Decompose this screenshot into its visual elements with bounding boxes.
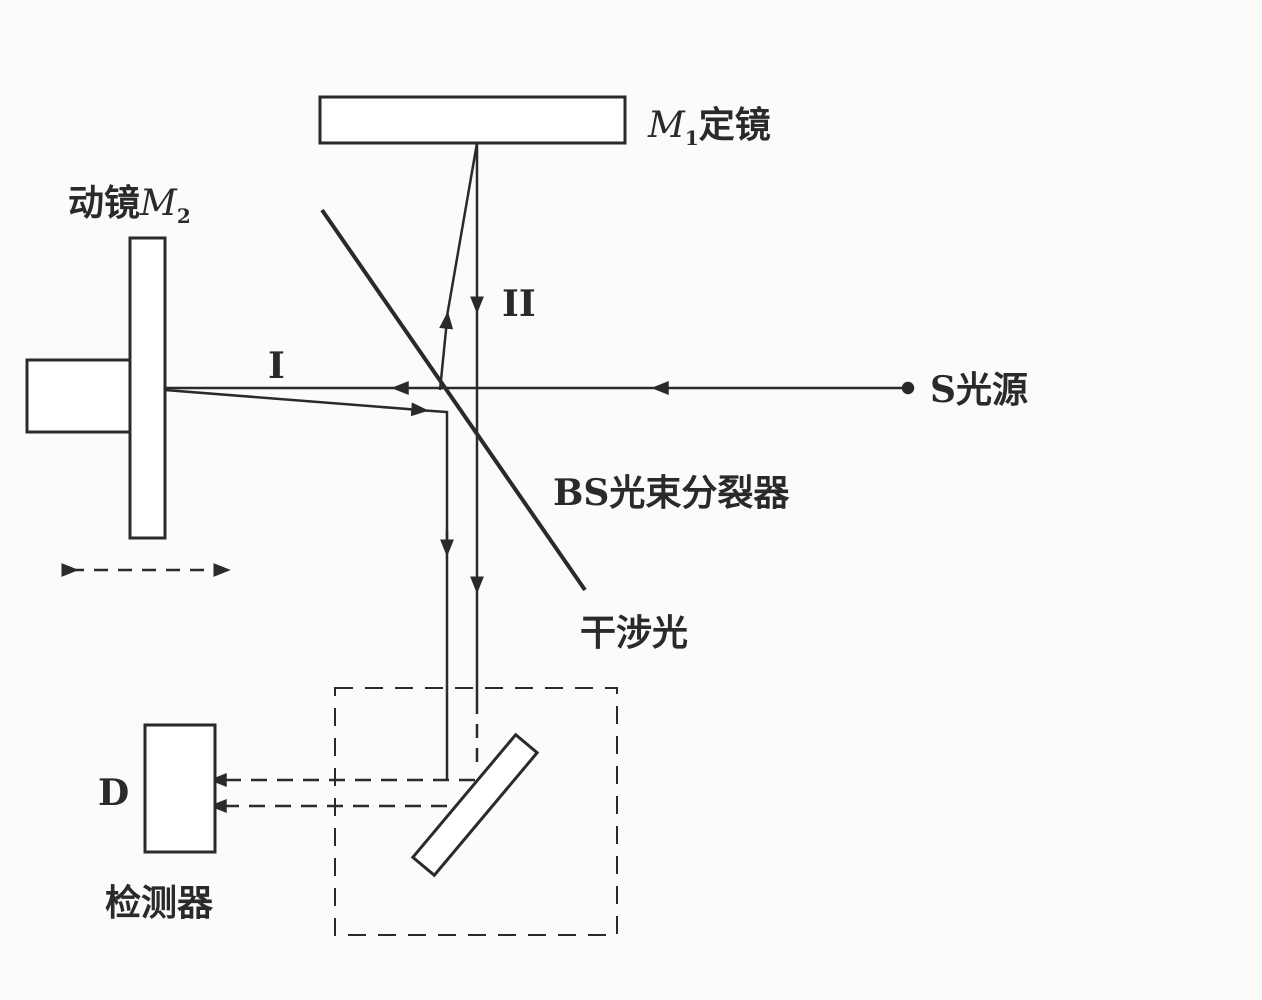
source-label: S光源 [930, 369, 1028, 411]
fixed-mirror-label: M1定镜 [647, 104, 771, 150]
beam-two-up [438, 311, 454, 391]
beam-splitter [320, 208, 587, 592]
interference-light-label: 干涉光 [580, 612, 688, 654]
fixed-mirror-m1 [318, 95, 627, 145]
detector [143, 723, 217, 854]
moving-mirror-label: 动镜M2 [68, 182, 191, 228]
beam-splitter-label: BS光束分裂器 [553, 472, 790, 514]
beam-one-return [164, 388, 429, 417]
moving-mirror-mount [25, 358, 132, 434]
moving-mirror-m2 [128, 236, 167, 540]
optics-box [334, 687, 618, 936]
detector-symbol-label: D [98, 772, 129, 814]
beam-two-label: II [502, 283, 536, 325]
source-point [901, 381, 915, 395]
focusing-mirror [410, 732, 540, 878]
detector-label: 检测器 [105, 882, 214, 924]
beam-one-label: I [268, 345, 285, 387]
